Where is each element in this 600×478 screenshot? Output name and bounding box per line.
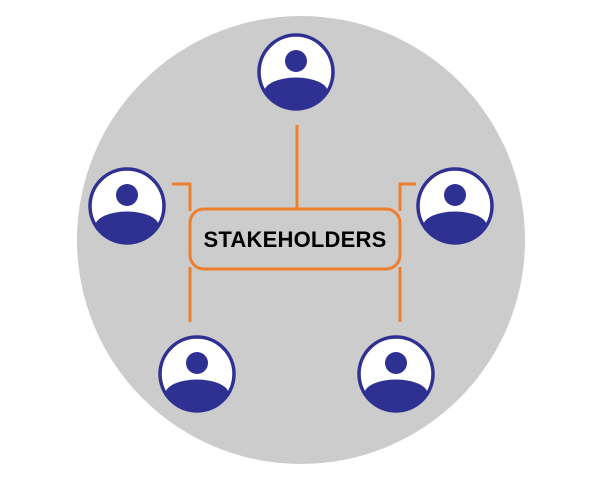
stakeholder-node-left <box>88 167 166 245</box>
center-label-frame <box>188 207 402 271</box>
person-icon <box>416 167 494 245</box>
connectors <box>172 125 416 322</box>
stakeholder-node-bottom-left <box>158 335 236 413</box>
connector-right-upper <box>398 182 416 211</box>
person-icon <box>88 167 166 245</box>
person-icon <box>257 33 335 111</box>
person-icon <box>158 335 236 413</box>
stakeholder-node-bottom-right <box>357 335 435 413</box>
connector-left-upper <box>172 182 192 211</box>
center-label-box: STAKEHOLDERS <box>188 207 402 271</box>
stakeholder-node-right <box>416 167 494 245</box>
person-icon <box>357 335 435 413</box>
center-label: STAKEHOLDERS <box>204 227 387 252</box>
stakeholder-node-top <box>257 33 335 111</box>
